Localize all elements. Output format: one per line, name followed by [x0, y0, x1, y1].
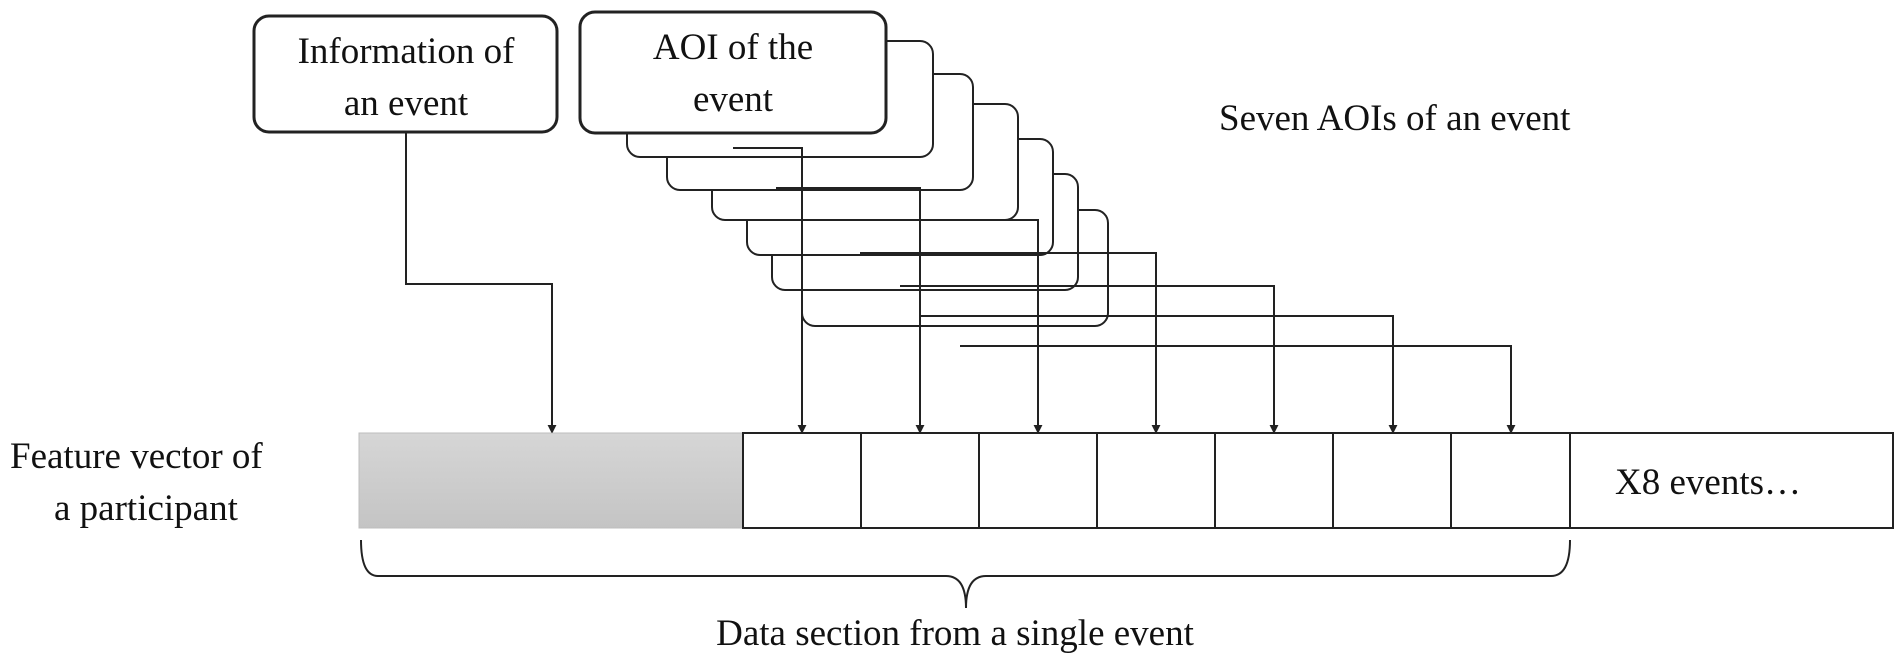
aoi-box-line2: event	[693, 79, 774, 120]
more-events-label: X8 events…	[1615, 462, 1801, 503]
aoi-cell-4	[1096, 432, 1216, 529]
aoi-connector-5	[900, 285, 1279, 434]
aoi-connector-7	[960, 345, 1516, 434]
aoi-card-stack	[578, 10, 1109, 327]
seven-aois-label: Seven AOIs of an event	[1219, 98, 1571, 139]
aoi-box	[578, 10, 888, 135]
feature-vector-label-line1: Feature vector of	[10, 436, 263, 477]
info-box-line1: Information of	[298, 31, 515, 72]
aoi-cell-5	[1214, 432, 1334, 529]
aoi-connector-2	[776, 187, 925, 434]
data-section-label: Data section from a single event	[716, 613, 1194, 654]
aoi-connector-4	[860, 252, 1161, 434]
info-cell	[358, 432, 744, 529]
aoi-box-line1: AOI of the	[653, 27, 813, 68]
aoi-cell-3	[978, 432, 1098, 529]
feature-vector-label-line2: a participant	[54, 488, 239, 529]
event-brace	[360, 539, 1571, 609]
more-events-cell	[1569, 432, 1894, 529]
aoi-connectors	[733, 147, 1516, 434]
aoi-connector-6	[920, 315, 1398, 434]
aoi-cell-2	[860, 432, 980, 529]
aoi-connector-1	[733, 147, 807, 434]
aoi-cell-6	[1332, 432, 1452, 529]
aoi-connector-3	[820, 219, 1043, 434]
aoi-cell-7	[1450, 432, 1571, 529]
info-connector	[405, 132, 557, 434]
aoi-cells	[742, 432, 1571, 529]
aoi-cell-1	[742, 432, 862, 529]
info-box-line2: an event	[344, 83, 469, 124]
